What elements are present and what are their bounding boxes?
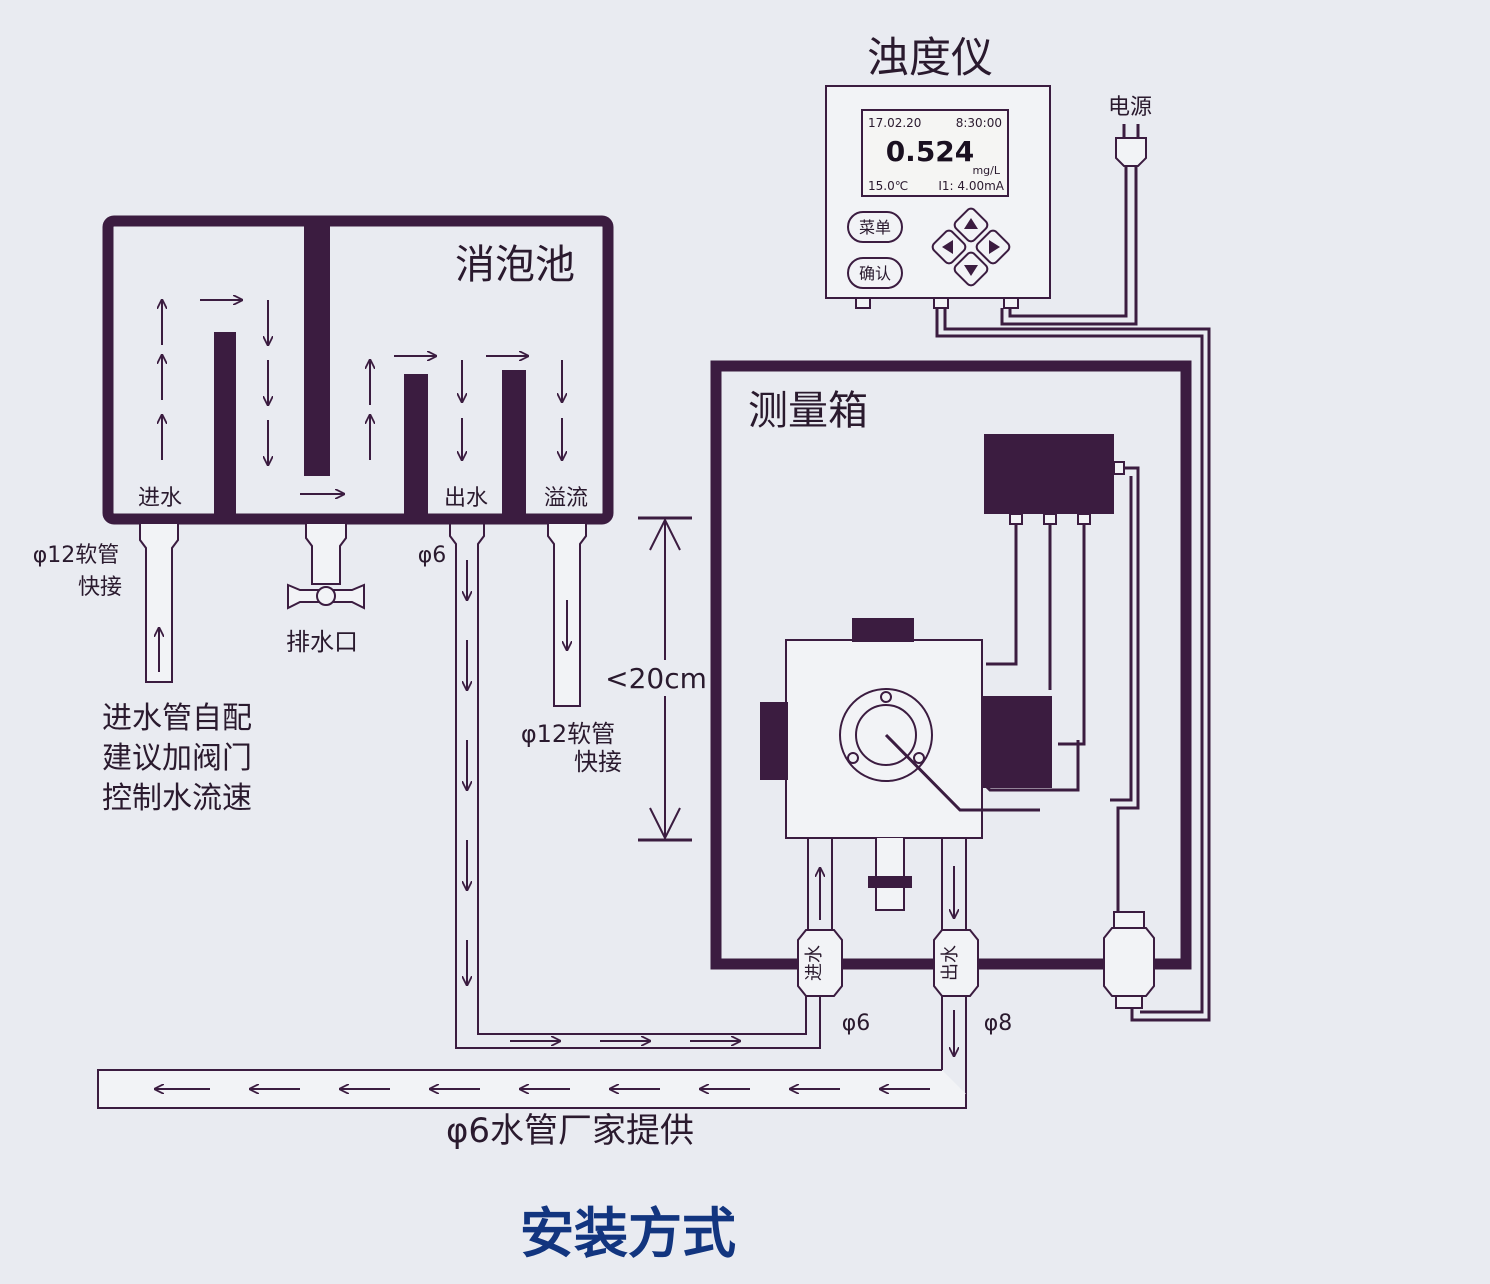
meter-unit: mg/L — [972, 164, 1000, 177]
inlet-note-line-3: 控制水流速 — [102, 781, 252, 816]
outlet-pipe-label: φ6 — [418, 543, 447, 568]
tank-baffle-3 — [502, 370, 526, 519]
power-label: 电源 — [1108, 95, 1152, 120]
sensor-controller-unit — [984, 434, 1114, 514]
up-arrow-icon — [964, 218, 978, 229]
measurement-box: 测量箱 — [710, 360, 1192, 1036]
bottom-pipe-label: φ6水管厂家提供 — [446, 1111, 694, 1151]
chamber-left-port — [760, 702, 788, 780]
meter-title: 浊度仪 — [867, 33, 993, 82]
outlet-pipe-arrows — [467, 560, 740, 1041]
tank-inlet-label: 进水 — [138, 486, 182, 511]
caption: 安装方式 — [520, 1202, 736, 1265]
tank-divider-main — [304, 221, 330, 476]
overflow-pipe: φ12软管 快接 — [521, 524, 622, 776]
meter-menu-button[interactable] — [847, 211, 903, 243]
meter-temperature: 15.0℃ — [868, 179, 908, 193]
tank-baffle-2 — [404, 374, 428, 519]
inlet-pipe-label-1: φ12软管 — [33, 543, 120, 568]
box-title: 测量箱 — [748, 388, 868, 434]
height-dimension-label: <20cm — [605, 662, 707, 695]
drain-outlet: 排水口 — [286, 524, 365, 656]
tank-outlet-label: 出水 — [444, 486, 488, 511]
meter-cable-glands — [855, 297, 1019, 309]
meter-current: I1: 4.00mA — [938, 179, 1004, 193]
meter-ok-label: 确认 — [859, 264, 891, 283]
turbidimeter: 浊度仪 17.02.20 8:30:00 0.524 mg/L 15.0℃ I1… — [825, 33, 1051, 309]
tank-baffle-1 — [214, 332, 236, 519]
box-outlet-connector — [933, 929, 979, 997]
meter-date: 17.02.20 — [868, 116, 921, 130]
tank-outline — [102, 215, 614, 525]
cable-junction — [1103, 927, 1155, 997]
probe-cable — [884, 733, 1040, 812]
left-arrow-icon — [942, 240, 953, 254]
box-inlet-connector — [797, 929, 843, 997]
box-outlet-size: φ8 — [984, 1011, 1013, 1036]
inlet-note-line-1: 进水管自配 — [102, 701, 252, 736]
chamber-top-cap — [852, 618, 914, 642]
overflow-pipe-label-1: φ12软管 — [521, 720, 615, 748]
height-dimension: <20cm — [600, 516, 710, 842]
bottom-drain-valve — [875, 838, 905, 911]
outlet-pipe: φ6 — [418, 524, 821, 1049]
inlet-note-line-2: 建议加阀门 — [102, 741, 252, 776]
controller-wires — [958, 466, 1140, 932]
tank-overflow-label: 溢流 — [544, 486, 588, 511]
inlet-pipe: φ12软管 快接 进水管自配 建议加阀门 控制水流速 — [33, 524, 252, 816]
meter-screen — [861, 109, 1009, 197]
power-plug-icon — [1115, 124, 1147, 167]
meter-time: 8:30:00 — [956, 116, 1002, 130]
signal-cable — [935, 308, 1211, 1022]
box-outlet-label: 出水 — [940, 945, 961, 981]
overflow-pipe-label-2: 快接 — [574, 748, 622, 776]
down-arrow-icon — [964, 265, 978, 276]
inlet-pipe-label-2: 快接 — [78, 575, 122, 600]
meter-menu-label: 菜单 — [859, 218, 891, 237]
meter-ok-button[interactable] — [847, 257, 903, 289]
meter-reading: 0.524 — [886, 135, 975, 168]
defoaming-tank: 消泡池 进水 出水 溢流 — [102, 215, 614, 525]
drain-pipe: φ6水管厂家提供 — [97, 996, 967, 1151]
tank-title: 消泡池 — [455, 242, 575, 288]
power-supply: 电源 — [1000, 95, 1152, 326]
meter-dpad — [931, 207, 1011, 287]
right-arrow-icon — [989, 240, 1000, 254]
box-inlet-size: φ6 — [842, 1011, 871, 1036]
drain-label: 排水口 — [286, 628, 358, 656]
tank-flow-arrows — [162, 300, 562, 494]
chamber-right-module — [982, 696, 1052, 788]
box-inlet-label: 进水 — [804, 945, 825, 981]
